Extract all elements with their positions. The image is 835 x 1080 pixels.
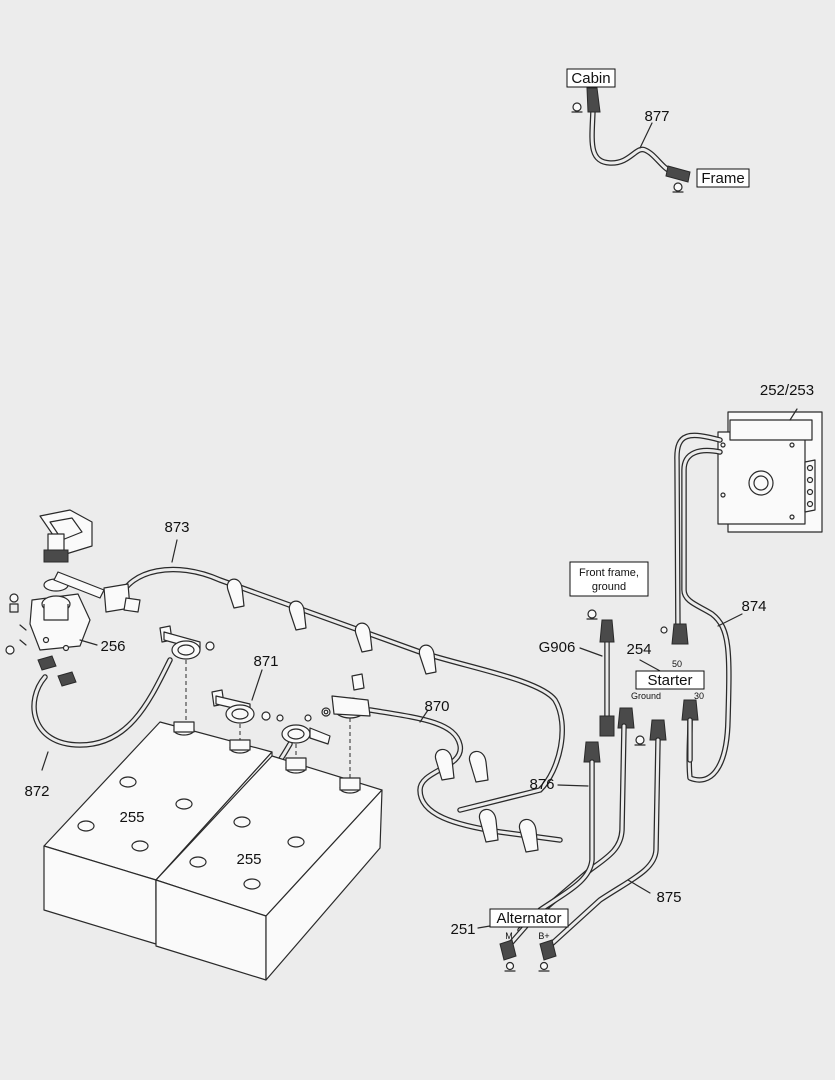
callout-255-left: 255 xyxy=(119,809,144,826)
alternator-terminal-bplus: B+ xyxy=(538,931,549,941)
starter-terminals-254 xyxy=(583,623,699,763)
alternator-terminal-m: M xyxy=(505,931,513,941)
callout-871: 871 xyxy=(253,653,278,670)
callout-872: 872 xyxy=(24,783,49,800)
cabin-label-box: Cabin xyxy=(566,68,616,88)
relay-box-252-253 xyxy=(717,408,823,533)
callout-874: 874 xyxy=(741,598,766,615)
battery-switch-256 xyxy=(5,509,98,687)
starter-ground-label: Ground xyxy=(631,691,661,701)
callout-251: 251 xyxy=(450,921,475,938)
callout-870: 870 xyxy=(424,698,449,715)
callout-875: 875 xyxy=(656,889,681,906)
callout-873: 873 xyxy=(164,519,189,536)
alternator-label: Alternator xyxy=(496,910,561,927)
ground-strap-877 xyxy=(571,87,691,193)
front-frame-label-box: Front frame, ground xyxy=(569,561,649,597)
front-frame-label-line2: ground xyxy=(592,581,626,593)
callout-g906: G906 xyxy=(539,639,576,656)
ground-cable-g906 xyxy=(579,609,615,737)
frame-label: Frame xyxy=(701,170,744,187)
starter-label: Starter xyxy=(647,672,692,689)
callout-254: 254 xyxy=(626,641,651,658)
starter-terminal-50: 50 xyxy=(672,659,682,669)
callout-876: 876 xyxy=(529,776,554,793)
callout-256: 256 xyxy=(100,638,125,655)
alternator-cables-876-875 xyxy=(477,717,693,972)
starter-label-box: Starter xyxy=(635,670,705,690)
cabin-label: Cabin xyxy=(571,70,610,87)
battery-cable-870 xyxy=(321,673,563,853)
callout-877: 877 xyxy=(644,108,669,125)
main-cable-873 xyxy=(53,539,565,813)
starter-terminal-30: 30 xyxy=(694,691,704,701)
frame-label-box: Frame xyxy=(696,168,750,188)
callout-255-right: 255 xyxy=(236,851,261,868)
alternator-label-box: Alternator xyxy=(489,908,569,928)
battery-255-right xyxy=(155,755,383,981)
front-frame-label-line1: Front frame, xyxy=(579,567,639,579)
callout-252-253: 252/253 xyxy=(760,382,814,399)
